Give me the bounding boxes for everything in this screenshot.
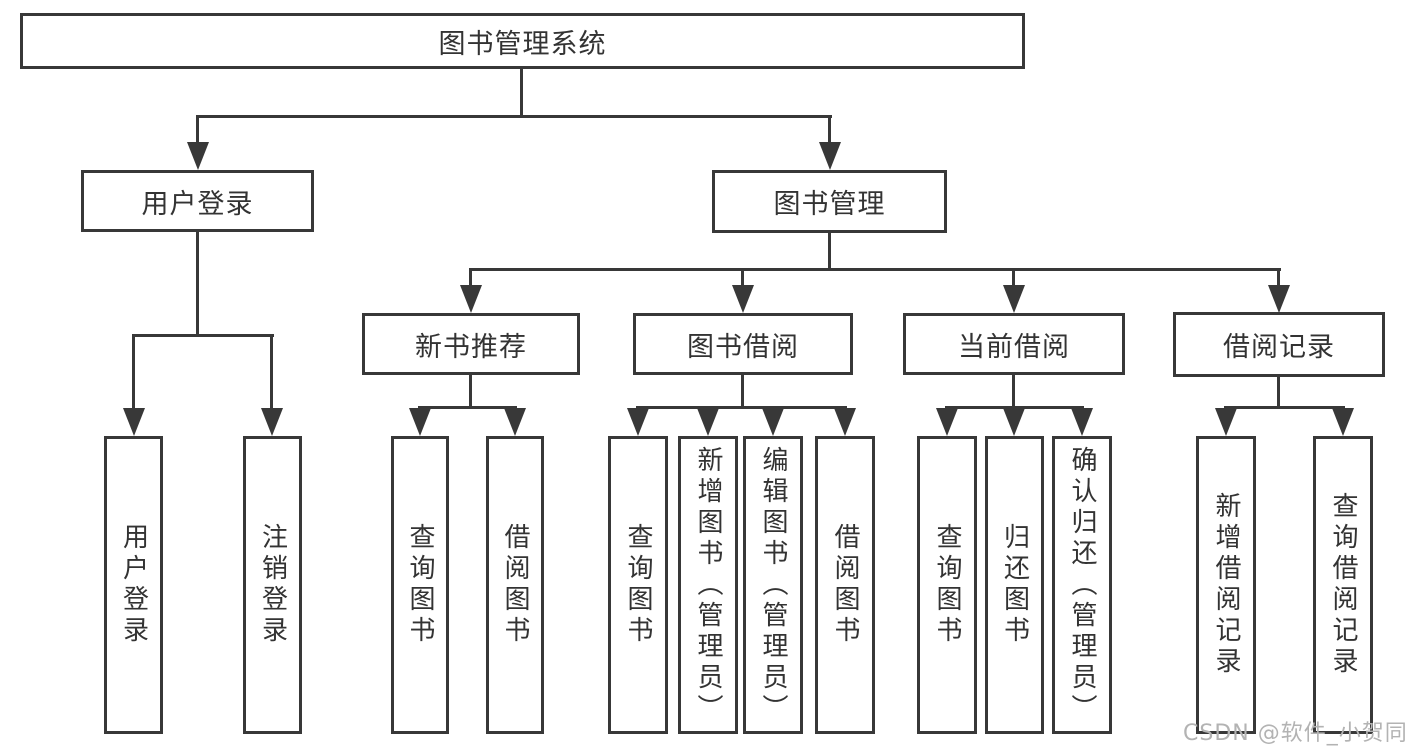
node-borrow-records: 借阅记录 bbox=[1173, 312, 1385, 377]
arrow-down-icon bbox=[504, 408, 526, 436]
connector-v bbox=[828, 115, 831, 148]
leaf-query-borrow-record: 查询借阅记录 bbox=[1313, 436, 1373, 734]
node-library-system: 图书管理系统 bbox=[20, 13, 1025, 69]
connector-v bbox=[270, 334, 273, 414]
arrow-down-icon bbox=[1215, 408, 1237, 436]
leaf-logout: 注销登录 bbox=[243, 436, 302, 734]
connector-v bbox=[469, 375, 472, 408]
connector-h bbox=[636, 406, 847, 409]
arrow-down-icon bbox=[627, 408, 649, 436]
node-new-book-recommend: 新书推荐 bbox=[362, 313, 580, 375]
node-user-login: 用户登录 bbox=[81, 170, 314, 232]
leaf-add-book-admin: 新增图书（管理员） bbox=[678, 436, 738, 734]
connector-v bbox=[741, 375, 744, 408]
node-current-borrow: 当前借阅 bbox=[903, 313, 1125, 375]
leaf-query-books-borrow: 查询图书 bbox=[608, 436, 668, 734]
connector-v bbox=[1277, 268, 1280, 290]
arrow-down-icon bbox=[409, 408, 431, 436]
leaf-borrow-books-recommend: 借阅图书 bbox=[486, 436, 544, 734]
leaf-borrow-books-borrow: 借阅图书 bbox=[815, 436, 875, 734]
leaf-add-borrow-record: 新增借阅记录 bbox=[1196, 436, 1256, 734]
arrow-down-icon bbox=[1003, 285, 1025, 313]
arrow-down-icon bbox=[697, 408, 719, 436]
connector-v bbox=[132, 334, 135, 414]
connector-v bbox=[196, 115, 199, 148]
leaf-user-login: 用户登录 bbox=[104, 436, 163, 734]
arrow-down-icon bbox=[187, 142, 209, 170]
leaf-confirm-return-admin: 确认归还（管理员） bbox=[1052, 436, 1112, 734]
connector-v bbox=[469, 268, 472, 290]
arrow-down-icon bbox=[732, 285, 754, 313]
arrow-down-icon bbox=[762, 408, 784, 436]
node-book-borrow: 图书借阅 bbox=[633, 313, 853, 375]
connector-h bbox=[1224, 406, 1345, 409]
connector-v bbox=[196, 232, 199, 337]
arrow-down-icon bbox=[1071, 408, 1093, 436]
watermark: CSDN @软件_小贺同学 bbox=[1183, 721, 1405, 746]
connector-h bbox=[196, 115, 832, 118]
connector-v bbox=[828, 233, 831, 271]
arrow-down-icon bbox=[460, 285, 482, 313]
arrow-down-icon bbox=[123, 408, 145, 436]
arrow-down-icon bbox=[936, 408, 958, 436]
arrow-down-icon bbox=[261, 408, 283, 436]
arrow-down-icon bbox=[1003, 408, 1025, 436]
node-book-management: 图书管理 bbox=[712, 170, 947, 233]
leaf-return-book: 归还图书 bbox=[985, 436, 1044, 734]
arrow-down-icon bbox=[834, 408, 856, 436]
arrow-down-icon bbox=[819, 142, 841, 170]
connector-v bbox=[741, 268, 744, 290]
arrow-down-icon bbox=[1332, 408, 1354, 436]
connector-v bbox=[1012, 268, 1015, 290]
connector-v bbox=[520, 69, 523, 118]
connector-h bbox=[469, 268, 1281, 271]
leaf-query-books-current: 查询图书 bbox=[917, 436, 977, 734]
arrow-down-icon bbox=[1268, 285, 1290, 313]
connector-h bbox=[418, 406, 517, 409]
leaf-edit-book-admin: 编辑图书（管理员） bbox=[743, 436, 803, 734]
leaf-query-books-recommend: 查询图书 bbox=[391, 436, 449, 734]
connector-v bbox=[1277, 377, 1280, 408]
connector-h bbox=[132, 334, 274, 337]
connector-v bbox=[1012, 375, 1015, 408]
